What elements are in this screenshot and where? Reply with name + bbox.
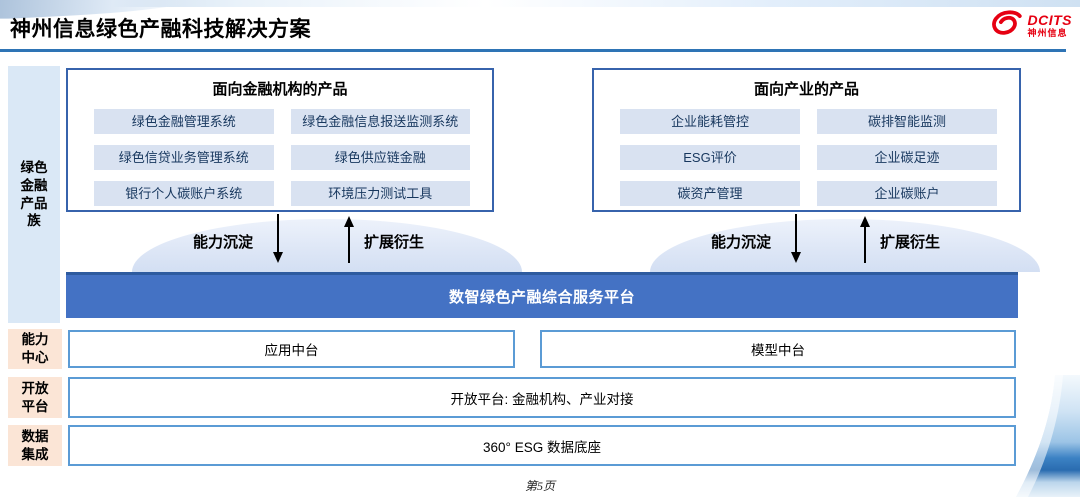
open-platform-label: 开放平台: 金融机构、产业对接 <box>450 391 634 407</box>
up-arrow-icon <box>858 216 872 269</box>
dcits-brand-label: DCITS <box>1027 12 1072 28</box>
group-title: 面向金融机构的产品 <box>212 81 348 98</box>
platform-bar: 数智绿色产融综合服务平台 <box>66 272 1018 318</box>
corner-swoosh-decoration <box>1008 375 1080 502</box>
header-underline <box>0 49 1066 52</box>
dome-shape-right <box>650 219 1040 272</box>
product-group-financial: 面向金融机构的产品 绿色金融管理系统 绿色金融信息报送监测系统 绿色信贷业务管理… <box>66 68 494 212</box>
product-item: 企业碳账户 <box>817 181 997 206</box>
product-item: 绿色供应链金融 <box>290 145 470 170</box>
group-items: 企业能耗管控 碳排智能监测 ESG评价 企业碳足迹 碳资产管理 企业碳账户 <box>620 109 997 206</box>
top-gradient-band <box>0 0 1080 7</box>
group-items: 绿色金融管理系统 绿色金融信息报送监测系统 绿色信贷业务管理系统 绿色供应链金融… <box>94 109 470 206</box>
sidebar-family-text: 绿色金融产品族 <box>20 160 48 229</box>
product-item: 企业碳足迹 <box>817 145 997 170</box>
esg-data-base-box: 360° ESG 数据底座 <box>68 425 1016 466</box>
app-middle-platform-label: 应用中台 <box>264 343 319 358</box>
dcits-logo: DCITS 神州信息 <box>990 9 1073 42</box>
product-item: 绿色金融信息报送监测系统 <box>290 109 470 134</box>
product-item: 碳排智能监测 <box>817 109 997 134</box>
product-item: ESG评价 <box>620 145 800 170</box>
capability-down-label: 能力沉淀 <box>711 234 772 251</box>
open-platform-box: 开放平台: 金融机构、产业对接 <box>68 377 1016 418</box>
product-item: 银行个人碳账户系统 <box>94 181 274 206</box>
product-item: 环境压力测试工具 <box>290 181 470 206</box>
page-title: 神州信息绿色产融科技解决方案 <box>10 18 311 41</box>
product-item: 绿色信贷业务管理系统 <box>94 145 274 170</box>
dcits-logo-text: DCITS 神州信息 <box>1028 13 1073 38</box>
product-item: 碳资产管理 <box>620 181 800 206</box>
dome-shape-left <box>132 219 522 272</box>
page-number: 第5页 <box>524 479 555 493</box>
platform-title: 数智绿色产融综合服务平台 <box>448 289 635 306</box>
model-middle-platform-label: 模型中台 <box>751 343 805 358</box>
app-middle-platform-box: 应用中台 <box>68 330 515 368</box>
sidebar-family-label: 绿色金融产品族 <box>8 66 60 323</box>
esg-data-base-label: 360° ESG 数据底座 <box>483 439 601 455</box>
product-item: 绿色金融管理系统 <box>94 109 274 134</box>
down-arrow-icon <box>789 213 803 268</box>
sidebar-data-text: 数据集成 <box>21 428 49 462</box>
down-arrow-icon <box>271 213 285 268</box>
sidebar-capability-text: 能力中心 <box>21 332 49 365</box>
expand-up-label: 扩展衍生 <box>880 234 941 251</box>
sidebar-open-text: 开放平台 <box>21 380 49 414</box>
capability-down-label: 能力沉淀 <box>193 234 254 251</box>
sidebar-data-label: 数据集成 <box>8 425 62 466</box>
group-title: 面向产业的产品 <box>753 81 859 98</box>
sidebar-open-label: 开放平台 <box>8 377 62 418</box>
dcits-brand-cn-label: 神州信息 <box>1027 28 1068 38</box>
dcits-swirl-icon <box>990 9 1024 42</box>
model-middle-platform-box: 模型中台 <box>540 330 1016 368</box>
product-group-industry: 面向产业的产品 企业能耗管控 碳排智能监测 ESG评价 企业碳足迹 碳资产管理 … <box>592 68 1021 212</box>
up-arrow-icon <box>342 216 356 269</box>
expand-up-label: 扩展衍生 <box>364 234 425 251</box>
product-item: 企业能耗管控 <box>620 109 800 134</box>
sidebar-capability-label: 能力中心 <box>8 329 62 369</box>
